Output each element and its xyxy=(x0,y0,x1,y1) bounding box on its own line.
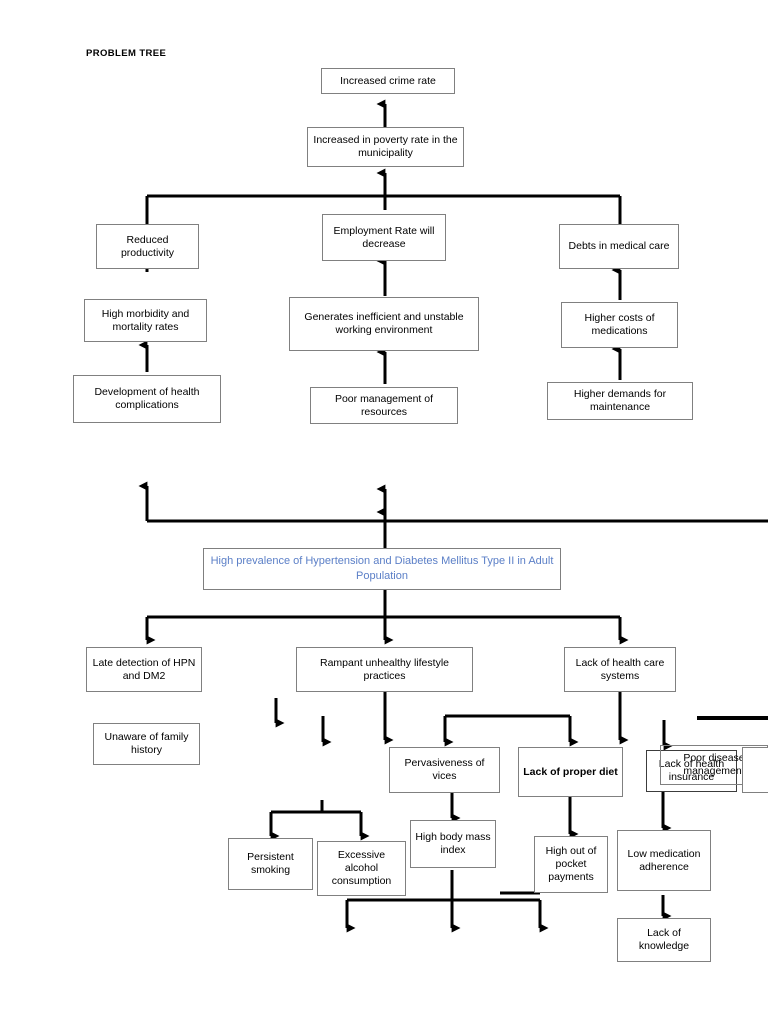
node-persistent-smoking[interactable]: Persistent smoking xyxy=(228,838,313,890)
node-increased-crime-rate[interactable]: Increased crime rate xyxy=(321,68,455,94)
node-reduced-productivity[interactable]: Reduced productivity xyxy=(96,224,199,269)
node-excessive-alcohol-consumption[interactable]: Excessive alcohol consumption xyxy=(317,841,406,896)
node-poor-management-resources[interactable]: Poor management of resources xyxy=(310,387,458,424)
node-lack-of-health-insurance[interactable]: Lack of health insurance xyxy=(646,750,737,792)
node-low-medication-adherence[interactable]: Low medication adherence xyxy=(617,830,711,891)
node-higher-demands-maintenance[interactable]: Higher demands for maintenance xyxy=(547,382,693,420)
node-high-body-mass-index[interactable]: High body mass index xyxy=(410,820,496,868)
node-lack-of-knowledge[interactable]: Lack of knowledge xyxy=(617,918,711,962)
node-debts-medical-care[interactable]: Debts in medical care xyxy=(559,224,679,269)
node-unaware-family-history[interactable]: Unaware of family history xyxy=(93,723,200,765)
node-increased-poverty-rate[interactable]: Increased in poverty rate in the municip… xyxy=(307,127,464,167)
node-employment-rate-decrease[interactable]: Employment Rate will decrease xyxy=(322,214,446,261)
node-rampant-unhealthy-lifestyle[interactable]: Rampant unhealthy lifestyle practices xyxy=(296,647,473,692)
node-development-health-complications[interactable]: Development of health complications xyxy=(73,375,221,423)
node-right-edge-partial[interactable] xyxy=(742,747,768,793)
node-lack-health-care-systems[interactable]: Lack of health care systems xyxy=(564,647,676,692)
node-high-out-of-pocket-payments[interactable]: High out of pocket payments xyxy=(534,836,608,893)
page-title: PROBLEM TREE xyxy=(86,48,167,59)
node-pervasiveness-of-vices[interactable]: Pervasiveness of vices xyxy=(389,747,500,793)
node-core-problem[interactable]: High prevalence of Hypertension and Diab… xyxy=(203,548,561,590)
node-high-morbidity-mortality[interactable]: High morbidity and mortality rates xyxy=(84,299,207,342)
node-inefficient-unstable-working-environment[interactable]: Generates inefficient and unstable worki… xyxy=(289,297,479,351)
node-lack-of-proper-diet[interactable]: Lack of proper diet xyxy=(518,747,623,797)
node-late-detection-hpn-dm2[interactable]: Late detection of HPN and DM2 xyxy=(86,647,202,692)
node-poor-disease-management[interactable]: Poor disease management xyxy=(660,745,768,785)
node-higher-costs-medications[interactable]: Higher costs of medications xyxy=(561,302,678,348)
